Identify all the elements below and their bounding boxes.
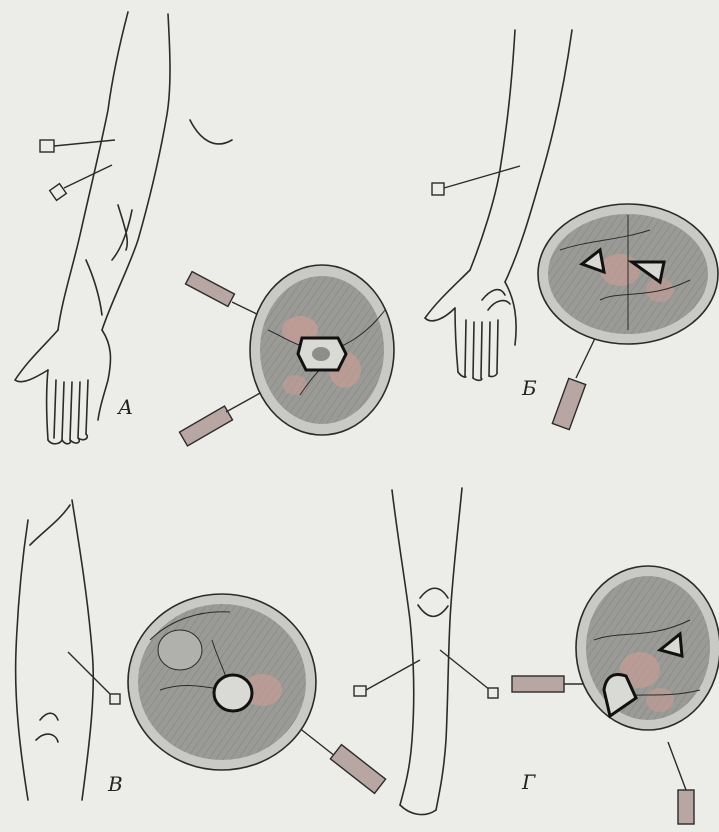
panel-c (16, 500, 386, 800)
cross-section-c (128, 594, 316, 770)
panel-label-d: Г (522, 770, 535, 794)
panel-label-c: В (108, 772, 123, 796)
syringe-d-left (354, 660, 420, 696)
syringe-b-left (432, 166, 520, 195)
panel-a (15, 12, 394, 446)
panel-d (354, 488, 719, 824)
panel-b (425, 30, 718, 430)
cross-section-d (576, 566, 719, 730)
syringe-a-mid-left (50, 165, 112, 200)
syringe-d-lower (668, 742, 694, 824)
cross-section-a (250, 265, 394, 435)
panel-label-a: А (118, 395, 133, 419)
syringe-c-left (68, 652, 120, 704)
leg-outline-d (392, 488, 462, 815)
arm-outline-a (15, 12, 232, 444)
panel-label-b: Б (522, 376, 537, 400)
cross-section-b (538, 204, 718, 344)
syringe-a-upper-left (40, 140, 115, 152)
arm-outline-b (425, 30, 572, 380)
syringe-b-lower (552, 332, 598, 430)
syringe-a-lower (179, 392, 262, 446)
syringe-a-upper-right (186, 272, 265, 318)
arm-outline-c (16, 500, 94, 800)
